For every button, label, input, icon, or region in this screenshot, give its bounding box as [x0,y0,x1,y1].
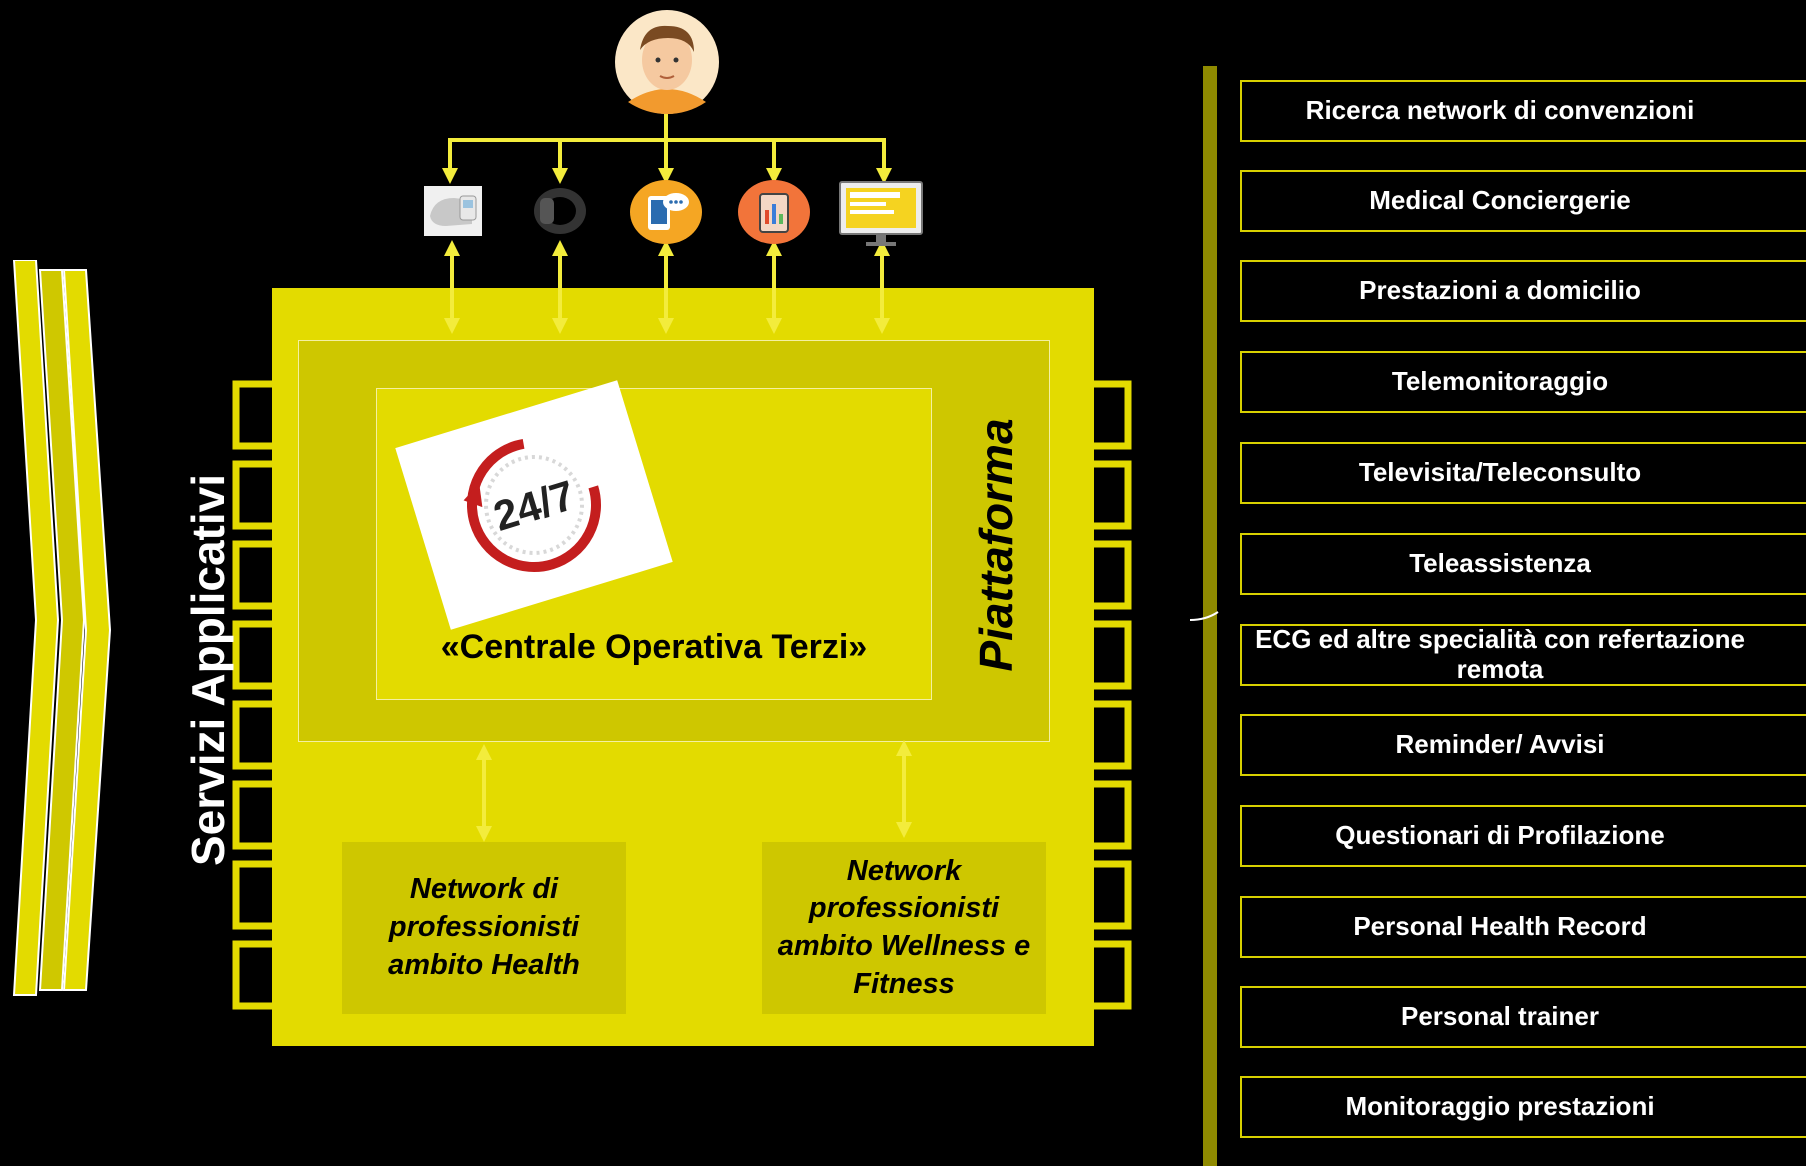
service-item: Ricerca network di convenzioni [1240,80,1806,142]
central-label: «Centrale Operativa Terzi» [440,628,868,666]
clock-24-7-icon: 24/7 [463,438,601,572]
badge-24-7: 24/7 [395,380,673,630]
desktop-monitor-icon [839,181,923,246]
service-item: ECG ed altre specialità con refertazione… [1240,624,1806,686]
smartphone-chat-icon [630,180,702,244]
service-item: Questionari di Profilazione [1240,805,1806,867]
chevron-arrows-decoration [12,260,112,996]
tablet-chart-icon [738,180,810,244]
services-bracket-tip [1189,611,1219,621]
network-health-box: Network di professionisti ambito Health [342,842,626,1014]
connector-tabs-right [1090,380,1132,1010]
connection-arrows [442,108,912,842]
service-item: Prestazioni a domicilio [1240,260,1806,322]
service-item: Monitoraggio prestazioni [1240,1076,1806,1138]
service-item: Medical Conciergerie [1240,170,1806,232]
network-wellness-box: Network professionisti ambito Wellness e… [762,842,1046,1014]
service-item: Personal Health Record [1240,896,1806,958]
service-item: Televisita/Teleconsulto [1240,442,1806,504]
service-item: Reminder/ Avvisi [1240,714,1806,776]
fitness-band-icon [534,188,586,234]
user-avatar-icon [615,10,719,114]
service-item: Personal trainer [1240,986,1806,1048]
service-item: Teleassistenza [1240,533,1806,595]
blood-pressure-monitor-icon [424,186,482,236]
connector-tabs-left [232,380,276,1010]
service-item: Telemonitoraggio [1240,351,1806,413]
